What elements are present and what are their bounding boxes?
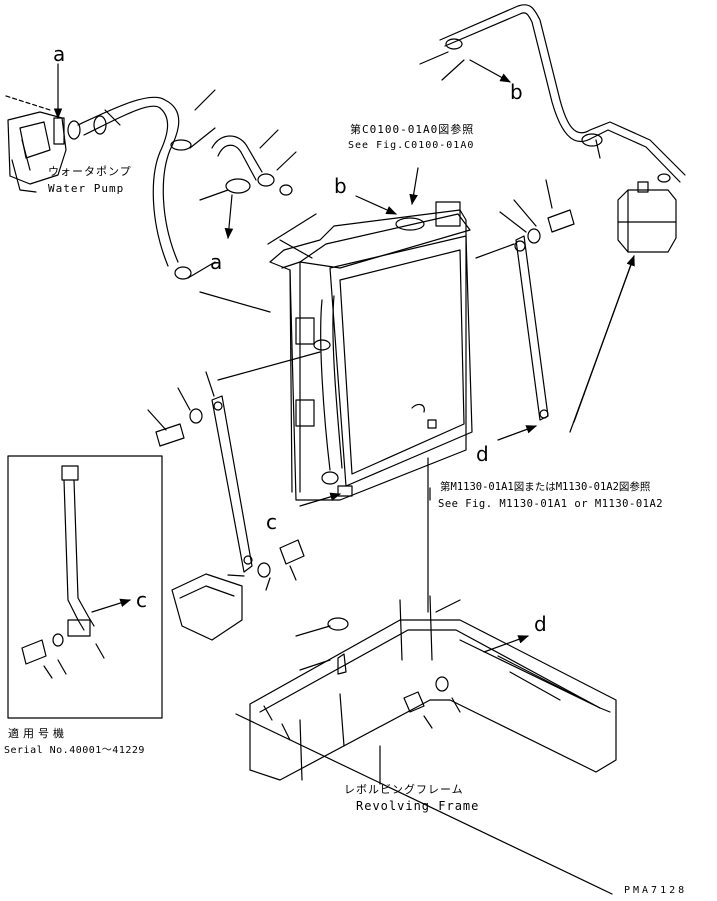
ref-m1130-label-jp: 第M1130-01A1図またはM1130-01A2図参照 xyxy=(440,481,651,493)
callout-c-inset: c xyxy=(136,588,147,612)
overflow-tube xyxy=(419,4,686,183)
callout-d-frame: d xyxy=(534,612,547,636)
drawing-code: PMA7128 xyxy=(624,885,688,896)
ref-c0100-label-jp: 第C0100-01A0図参照 xyxy=(350,123,475,136)
callout-c-mid: c xyxy=(266,510,277,534)
serial-inset-frame xyxy=(7,455,163,719)
ref-c0100-label-en: See Fig.C0100-01A0 xyxy=(348,140,475,151)
water-pump-label-en: Water Pump xyxy=(48,182,125,195)
callout-b-top: b xyxy=(510,80,523,104)
reserve-tank xyxy=(569,181,677,433)
radiator xyxy=(199,167,473,613)
water-pump-label-jp: ウォータポンプ xyxy=(48,165,132,178)
left-stay-rod xyxy=(147,371,342,641)
callout-d-mid: d xyxy=(476,442,489,466)
callout-b-mid: b xyxy=(334,174,347,198)
bypass-hose xyxy=(199,129,297,240)
inset-pipe xyxy=(21,465,132,679)
upper-hose xyxy=(67,89,216,280)
right-stay-rod xyxy=(475,179,575,441)
serial-label-en: Serial No.40001～41229 xyxy=(4,745,145,756)
serial-label-jp: 適用号機 xyxy=(8,727,68,740)
callout-a-top: a xyxy=(53,42,66,66)
revolving-frame xyxy=(235,595,617,895)
ref-m1130-label-en: See Fig. M1130-01A1 or M1130-01A2 xyxy=(438,498,664,510)
revolving-frame-label-en: Revolving Frame xyxy=(356,799,480,813)
water-pump xyxy=(5,95,67,193)
callout-a-mid: a xyxy=(210,250,223,274)
revolving-frame-label-jp: レボルビングフレーム xyxy=(344,783,464,796)
